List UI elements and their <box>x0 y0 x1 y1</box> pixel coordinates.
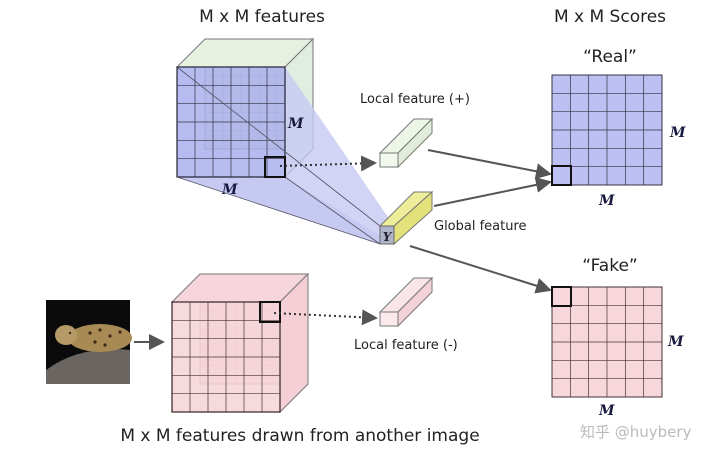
watermark: 知乎 @huybery <box>580 423 692 441</box>
dotted-arrow <box>273 309 378 326</box>
global-feature-label: Global feature <box>434 219 527 234</box>
m-label: M <box>287 116 304 132</box>
m-label: M <box>598 193 615 209</box>
y-label: Y <box>383 230 393 244</box>
real-feature-cube <box>175 37 394 245</box>
dotted-arrow <box>279 155 377 172</box>
arrow <box>427 149 552 180</box>
arrow <box>433 177 552 207</box>
local-feature-neg <box>378 276 434 328</box>
local-feature-pos <box>378 117 434 169</box>
local-feature-pos-label: Local feature (+) <box>360 92 470 107</box>
arrow <box>409 245 552 294</box>
m-label: M <box>221 182 238 198</box>
scores-title: M x M Scores <box>554 7 666 27</box>
m-label: M <box>667 334 684 350</box>
features-title: M x M features <box>199 7 325 27</box>
global-feature <box>378 190 434 246</box>
fake-feature-cube <box>170 272 310 414</box>
real-label: “Real” <box>583 47 637 67</box>
fake-label: “Fake” <box>582 256 637 276</box>
bottom-caption: M x M features drawn from another image <box>120 426 479 446</box>
m-label: M <box>669 125 686 141</box>
leopard-image <box>46 300 132 384</box>
local-feature-neg-label: Local feature (-) <box>354 338 458 353</box>
m-label: M <box>598 403 615 419</box>
